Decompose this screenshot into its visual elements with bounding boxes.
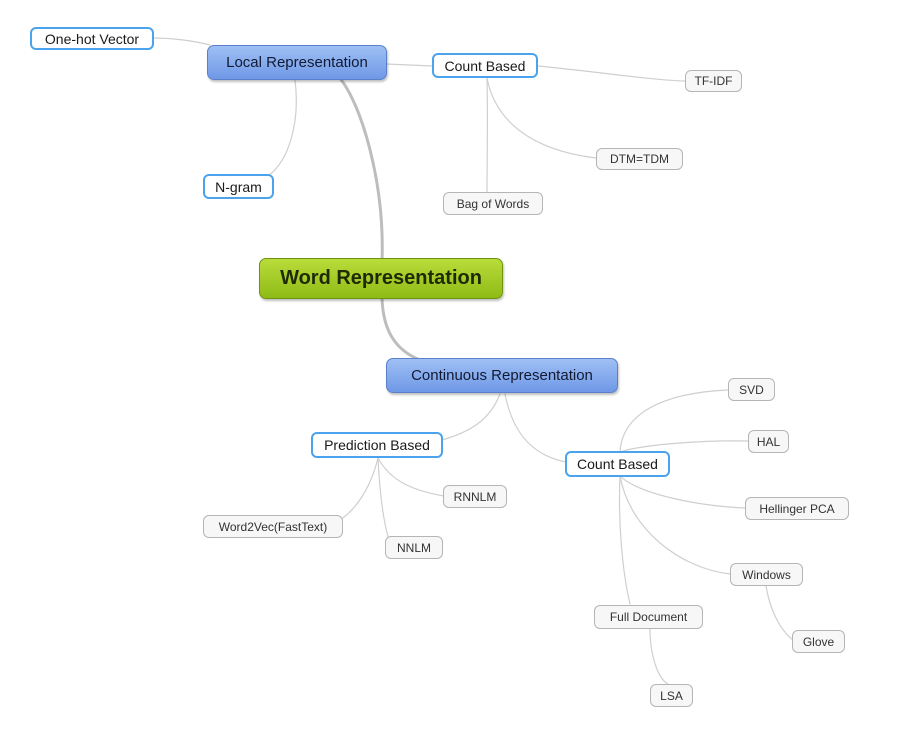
edge-continuous-count	[504, 393, 567, 463]
continuous-representation-node[interactable]: Continuous Representation	[386, 358, 618, 393]
edge-count-fulldoc	[618, 475, 631, 605]
edge-prediction-nnlm	[377, 457, 391, 543]
windows-node[interactable]: Windows	[730, 563, 803, 586]
glove-node[interactable]: Glove	[792, 630, 845, 653]
local-representation-node[interactable]: Local Representation	[207, 45, 387, 80]
full-document-node[interactable]: Full Document	[594, 605, 703, 629]
hellinger-pca-node[interactable]: Hellinger PCA	[745, 497, 849, 520]
edge-prediction-rnnlm	[377, 457, 445, 497]
one-hot-vector-node[interactable]: One-hot Vector	[30, 27, 154, 50]
edge-fulldoc-lsa	[649, 628, 669, 685]
hal-node[interactable]: HAL	[748, 430, 789, 453]
edge-local-count	[385, 63, 434, 67]
edge-count-svd	[619, 389, 729, 453]
n-gram-node[interactable]: N-gram	[203, 174, 274, 199]
rnnlm-node[interactable]: RNNLM	[443, 485, 507, 508]
tf-idf-node[interactable]: TF-IDF	[685, 70, 742, 92]
bag-of-words-node[interactable]: Bag of Words	[443, 192, 543, 215]
edge-count-windows	[619, 475, 731, 575]
edge-count-dtm	[486, 77, 597, 159]
nnlm-node[interactable]: NNLM	[385, 536, 443, 559]
edge-windows-glove	[765, 585, 794, 641]
edge-local-onehot	[151, 37, 211, 46]
prediction-based-node[interactable]: Prediction Based	[311, 432, 443, 458]
edge-local-ngram	[267, 79, 297, 177]
root-node[interactable]: Word Representation	[259, 258, 503, 299]
dtm-tdm-node[interactable]: DTM=TDM	[596, 148, 683, 170]
edge-count-tfidf	[537, 65, 686, 82]
svd-node[interactable]: SVD	[728, 378, 775, 401]
edge-root-continuous	[380, 296, 422, 362]
word2vec-node[interactable]: Word2Vec(FastText)	[203, 515, 343, 538]
lsa-node[interactable]: LSA	[650, 684, 693, 707]
continuous-count-based-node[interactable]: Count Based	[565, 451, 670, 477]
edge-continuous-prediction	[441, 393, 501, 441]
edge-prediction-word2vec	[339, 457, 379, 521]
edge-count-hellinger	[619, 475, 746, 509]
edge-root-local	[336, 74, 384, 264]
edge-count-hal	[619, 440, 749, 453]
local-count-based-node[interactable]: Count Based	[432, 53, 538, 78]
